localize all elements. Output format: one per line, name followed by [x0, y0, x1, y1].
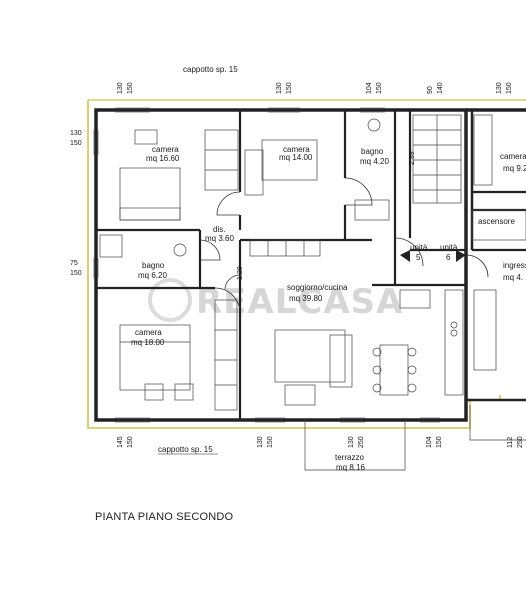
room-name: bagno [361, 147, 384, 156]
dimension-label: 130 [117, 82, 124, 94]
dimension-label: 112 [507, 437, 514, 448]
dimension-label: 145 [117, 436, 124, 448]
room-area: mq 3.60 [205, 234, 234, 243]
windows [93, 107, 440, 423]
room-name: camera [283, 145, 310, 154]
unit-label: unità [440, 243, 458, 252]
dimension-label: 130 [348, 436, 355, 448]
dimension-label: 150 [376, 82, 383, 94]
room-area: mq 4.20 [360, 157, 389, 166]
dimension-label: 150 [286, 82, 293, 94]
room-area: mq 39.80 [289, 294, 323, 303]
dimension-label: 130 [70, 130, 82, 137]
unit-label: unità [410, 243, 428, 252]
dimension-label: 75 [70, 260, 78, 267]
unit-arrows [400, 250, 466, 262]
dimension-label: 150 [127, 82, 134, 94]
dimension-label: 140 [437, 82, 444, 94]
dimension-label: 150 [506, 82, 513, 94]
room-name: camera [152, 145, 179, 154]
dimension-label: 150 [127, 436, 134, 448]
dimension-label: 130 [276, 82, 283, 94]
dimension-label: 104 [426, 436, 433, 448]
dimension-label: 104 [366, 82, 373, 94]
room-labels: camera mq 16.60 camera mq 14.00 bagno mq… [131, 145, 526, 472]
dimension-label: 130 [496, 82, 503, 94]
watermark-text: REALCASA [196, 282, 403, 322]
furniture [99, 114, 526, 471]
doors [199, 177, 489, 314]
room-name: camera [135, 328, 162, 337]
unit-number: 6 [446, 253, 451, 262]
room-name: ingresso [503, 261, 526, 270]
dimension-label: 150 [70, 140, 82, 147]
plan-caption: PIANTA PIANO SECONDO [95, 511, 234, 523]
stair-dim: 2.89 [409, 151, 416, 165]
left-dimensions: 130 150 75 150 [70, 130, 82, 277]
dimension-label: 130 [257, 436, 264, 448]
room-area: mq 4. [503, 273, 523, 282]
room-area: mq 18.00 [131, 338, 165, 347]
arrow-left-icon [400, 250, 410, 262]
room-area: mq 16.60 [146, 154, 180, 163]
door-dim: 1.20 [237, 266, 244, 280]
room-name: terrazzo [335, 453, 364, 462]
dimension-label: 150 [70, 270, 82, 277]
room-name: soggiorno/cucina [287, 283, 348, 292]
dimension-label: 250 [358, 436, 365, 448]
arrow-right-icon [456, 250, 466, 262]
insulation-label-top: cappotto sp. 15 [183, 65, 238, 74]
room-name: dis. [213, 225, 225, 234]
dimension-label: 250 [517, 436, 524, 448]
elevator-label: ascensore [478, 217, 515, 226]
room-name: camera [500, 152, 526, 161]
dimension-label: 150 [436, 436, 443, 448]
dimension-label: 90 [427, 86, 434, 94]
insulation-label-bottom: cappotto sp. 15 [158, 445, 213, 454]
watermark-logo-icon [148, 278, 192, 322]
room-area: mq 9.20 [503, 164, 526, 173]
room-name: bagno [142, 261, 165, 270]
unit-number: 5 [416, 253, 421, 262]
room-area: mq 14.00 [279, 153, 313, 162]
watermark: REALCASA [148, 278, 403, 322]
room-area: mq 6.20 [138, 271, 167, 280]
dimension-label: 150 [267, 436, 274, 448]
room-area: mq 8.16 [336, 463, 365, 472]
